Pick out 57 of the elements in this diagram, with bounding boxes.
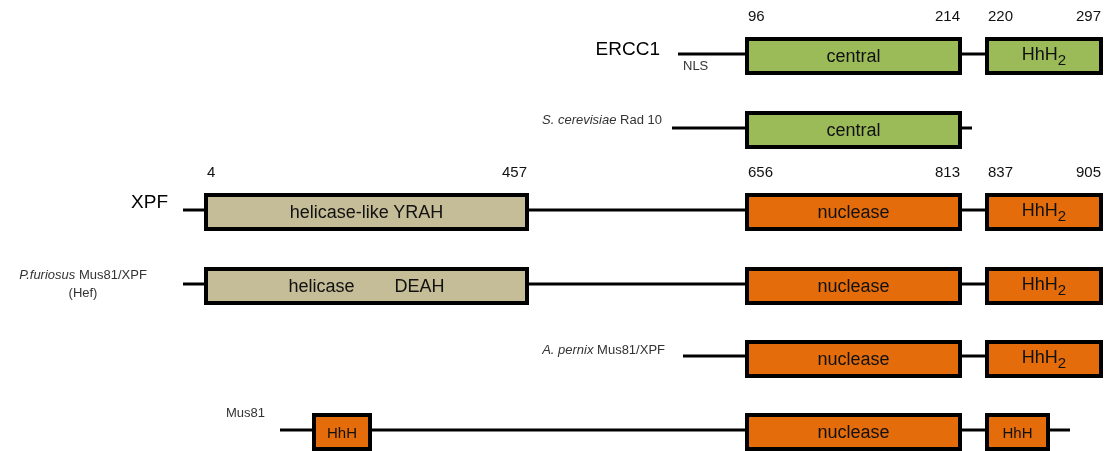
backbone-line [183, 282, 204, 286]
domain-name: helicase [288, 275, 355, 297]
backbone-line [962, 282, 985, 286]
domain-box [204, 267, 529, 305]
backbone-line [962, 208, 985, 212]
domain-box [745, 267, 962, 305]
domain-name: HhH [1002, 423, 1033, 441]
backbone-line [1050, 428, 1070, 432]
domain-name: central [826, 45, 881, 67]
backbone-line [962, 126, 972, 130]
domain-name: HhH$_{2}$ [1021, 44, 1067, 68]
backbone-line [962, 354, 985, 358]
domain-box [745, 413, 962, 451]
residue-number: 297 [1075, 7, 1101, 24]
residue-number: 214 [934, 7, 960, 24]
domain-name: nuclease [817, 421, 890, 443]
residue-number: 96 [748, 7, 765, 24]
domain-box [985, 267, 1103, 305]
protein-name: XPF [131, 191, 168, 213]
backbone-line [183, 208, 204, 212]
backbone-line [529, 208, 745, 212]
backbone-line [962, 52, 985, 56]
protein-name: Mus81 [225, 405, 265, 420]
backbone-line [529, 282, 745, 286]
domain-name: HhH$_{2}$ [1021, 347, 1067, 371]
domain-box [745, 111, 962, 149]
residue-number: 4 [207, 163, 216, 180]
backbone-line [683, 354, 745, 358]
residue-number: 813 [934, 163, 960, 180]
residue-number: 457 [501, 163, 527, 180]
domain-name: nuclease [817, 201, 890, 223]
residue-number: 837 [988, 163, 1014, 180]
domain-name: DEAH [394, 275, 445, 297]
domain-name: HhH [327, 423, 357, 441]
domain-name: nuclease [817, 275, 890, 297]
backbone-line [280, 428, 312, 432]
protein-name: A. pernix Mus81/XPF [542, 342, 665, 357]
domain-box [745, 340, 962, 378]
backbone-line [672, 126, 745, 130]
domain-box [985, 340, 1103, 378]
domain-name: HhH$_{2}$ [1021, 200, 1067, 224]
backbone-line [962, 428, 985, 432]
domain-box [312, 413, 372, 451]
backbone-line [372, 428, 745, 432]
residue-number: 656 [748, 163, 774, 180]
domain-name: nuclease [817, 348, 890, 370]
residue-number: 220 [988, 7, 1014, 24]
backbone-line [678, 52, 745, 56]
domain-name: central [826, 119, 881, 141]
protein-name: P.furiosus Mus81/XPF (Hef) [18, 266, 148, 302]
domain-name: helicase-like YRAH [289, 201, 444, 223]
protein-name: ERCC1 [595, 38, 660, 60]
domain-name: HhH$_{2}$ [1021, 274, 1067, 298]
domain-box [985, 413, 1050, 451]
protein-name: S. cerevisiae Rad 10 [542, 112, 662, 127]
signal-label: NLS [683, 58, 709, 73]
residue-number: 905 [1075, 163, 1101, 180]
